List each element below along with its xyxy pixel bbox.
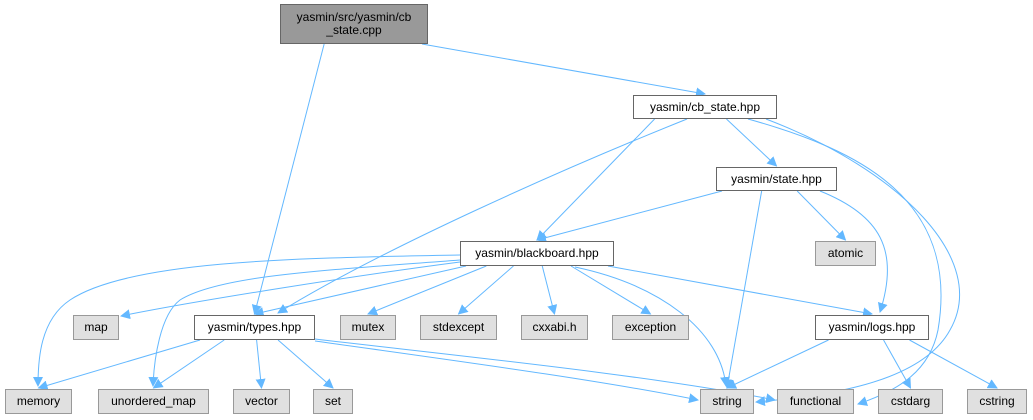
node-blackboard[interactable]: yasmin/blackboard.hpp — [460, 241, 614, 266]
edge-state-to-logs — [819, 190, 888, 313]
node-mutex: mutex — [340, 315, 396, 340]
edge-blackboard-to-exception — [570, 265, 652, 315]
node-cstdarg: cstdarg — [878, 389, 943, 414]
edge-blackboard-to-memory — [33, 254, 461, 387]
edge-types-to-memory — [37, 339, 201, 391]
node-unordered_map: unordered_map — [98, 389, 209, 414]
node-string: string — [700, 389, 754, 414]
edge-state-to-string — [723, 190, 763, 389]
node-logs[interactable]: yasmin/logs.hpp — [815, 315, 929, 340]
node-root[interactable]: yasmin/src/yasmin/cb _state.cpp — [280, 4, 428, 44]
node-map: map — [73, 315, 119, 340]
node-set: set — [313, 389, 353, 414]
edge-types-to-unordered_map — [152, 339, 225, 389]
edge-logs-to-string — [726, 339, 829, 389]
edge-blackboard-to-stdexcept — [457, 265, 514, 315]
edge-logs-to-cstring — [909, 339, 998, 389]
edge-blackboard-to-unordered_map — [148, 259, 461, 387]
node-stdexcept: stdexcept — [420, 315, 497, 340]
edge-logs-to-cstdarg — [883, 339, 911, 389]
edge-blackboard-to-map — [120, 261, 461, 320]
node-vector: vector — [233, 389, 290, 414]
edge-blackboard-to-types — [253, 265, 467, 317]
edge-cb_state-to-state — [726, 118, 778, 167]
node-cstring: cstring — [967, 389, 1027, 414]
edge-cb_state-to-blackboard — [536, 118, 655, 241]
node-functional: functional — [777, 389, 854, 414]
edge-state-to-atomic — [796, 190, 847, 241]
edge-types-to-set — [277, 339, 334, 389]
node-atomic: atomic — [815, 241, 876, 266]
node-exception: exception — [612, 315, 689, 340]
edge-root-to-types — [251, 43, 325, 315]
edge-blackboard-to-logs — [607, 265, 873, 318]
edge-blackboard-to-cxxabi — [541, 265, 558, 315]
edge-blackboard-to-string — [574, 266, 731, 387]
edge-blackboard-to-mutex — [367, 265, 487, 316]
node-cb_state[interactable]: yasmin/cb_state.hpp — [633, 95, 777, 119]
edge-types-to-string — [314, 340, 699, 404]
edge-state-to-blackboard — [536, 190, 723, 243]
node-types[interactable]: yasmin/types.hpp — [194, 315, 315, 340]
node-memory: memory — [5, 389, 72, 414]
node-cxxabi: cxxabi.h — [521, 315, 588, 340]
edge-root-to-cb_state — [421, 43, 706, 98]
node-state[interactable]: yasmin/state.hpp — [716, 167, 837, 191]
edge-types-to-vector — [255, 339, 266, 389]
